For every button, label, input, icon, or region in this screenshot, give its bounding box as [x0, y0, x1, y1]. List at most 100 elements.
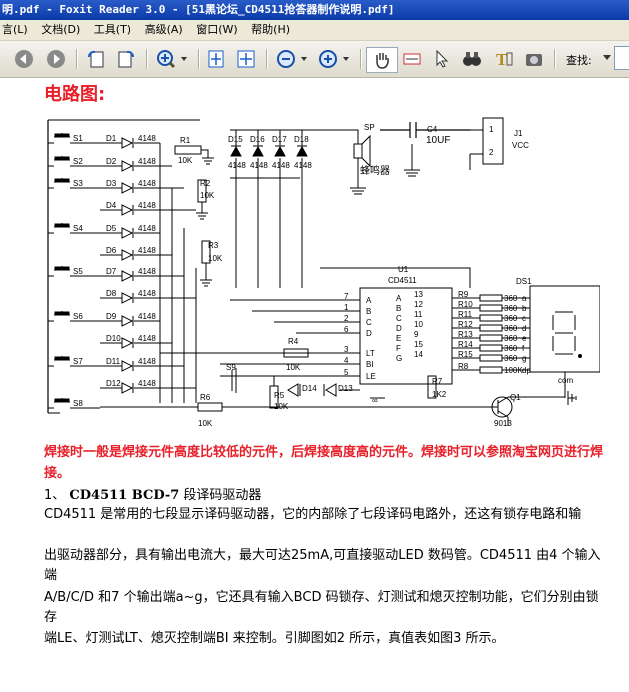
switch-s1: S1 — [48, 133, 100, 144]
d13-label: D13 — [338, 384, 353, 393]
diode-type-0: 4148 — [138, 134, 156, 143]
paragraph-4: 端LE、灯测试LT、熄灭控制端BI 来控制。引脚图如2 所示，真值表如图3 所示… — [44, 631, 505, 646]
u1-pin-left-6: 5 — [344, 368, 349, 377]
chevron-down-icon[interactable] — [602, 54, 612, 62]
select-tool-button[interactable] — [430, 47, 454, 71]
text-select-button[interactable] — [400, 47, 424, 71]
diode-label-2: D3 — [106, 179, 117, 188]
menu-item-document[interactable]: 文档(D) — [41, 23, 81, 36]
diode-label-6: D7 — [106, 267, 117, 276]
top-diode-label-0: D15 — [228, 135, 243, 144]
s9-label: S9 — [226, 363, 236, 372]
seg-res-label-4: R13 — [458, 330, 473, 339]
u1-input-2: C — [366, 318, 372, 327]
resistor-r6 — [197, 402, 223, 412]
rotate-right-button[interactable] — [114, 47, 138, 71]
u1-pin-right-4: 9 — [414, 330, 419, 339]
diode-label-10: D11 — [106, 357, 121, 366]
back-arrow-icon — [15, 50, 33, 68]
switch-s6: S6 — [48, 311, 100, 322]
menu-item-window[interactable]: 窗口(W) — [196, 23, 238, 36]
section-number: 1、 — [44, 488, 66, 503]
section-suffix: 段译码驱动器 — [183, 488, 262, 503]
diode-d14 — [287, 383, 301, 397]
diode-type-9: 4148 — [138, 334, 156, 343]
camera-button[interactable] — [522, 47, 546, 71]
top-diode-type-2: 4148 — [272, 161, 290, 170]
toolbar-separator — [360, 49, 362, 69]
resistor-r9: R9 360 a — [452, 290, 530, 303]
toolbar-separator — [198, 49, 200, 69]
toolbar-separator — [266, 49, 268, 69]
u1-output-1: B — [396, 304, 401, 313]
u1-output-0: A — [396, 294, 402, 303]
switch-label-2: S3 — [73, 179, 83, 188]
zoom-plus-button[interactable] — [316, 47, 352, 71]
u1-output-3: D — [396, 324, 402, 333]
typewriter-button[interactable]: T — [492, 47, 516, 71]
zoom-out-button[interactable] — [274, 47, 310, 71]
zoom-in-icon — [157, 50, 187, 69]
u1-pin-left-0: 7 — [344, 292, 349, 301]
diode-type-10: 4148 — [138, 357, 156, 366]
document-page — [0, 78, 629, 692]
u1-pin-left-3: 6 — [344, 325, 349, 334]
rotate-left-button[interactable] — [84, 47, 108, 71]
diode-type-6: 4148 — [138, 267, 156, 276]
seg-res-value-0: 360 — [504, 294, 518, 303]
top-diode-label-3: D18 — [294, 135, 309, 144]
menu-item-advanced[interactable]: 高级(A) — [144, 23, 183, 36]
snapshot-button[interactable] — [460, 47, 484, 71]
d14-label: D14 — [302, 384, 317, 393]
diode-d18: D18 4148 — [294, 130, 312, 288]
back-button[interactable] — [12, 47, 36, 71]
switch-label-4: S5 — [73, 267, 83, 276]
top-diode-type-0: 4148 — [228, 161, 246, 170]
resistor-r7 — [427, 375, 437, 399]
menu-item-language[interactable]: 言(L) — [2, 23, 28, 36]
u1-pin-right-1: 12 — [414, 300, 423, 309]
switch-label-6: S7 — [73, 357, 83, 366]
text-select-icon — [403, 53, 421, 65]
diode-label-8: D9 — [106, 312, 117, 321]
top-diode-label-1: D16 — [250, 135, 265, 144]
binoculars-icon — [463, 52, 481, 66]
diode-label-11: D12 — [106, 379, 121, 388]
toolbar: T — [0, 41, 629, 78]
seg-res-label-6: R15 — [458, 350, 473, 359]
zoom-out-icon — [277, 50, 307, 68]
r1-value: 10K — [178, 156, 193, 165]
u1-name: CD4511 — [388, 276, 417, 285]
camera-icon — [526, 54, 542, 66]
rotate-right-icon — [118, 50, 134, 68]
hand-tool-button[interactable] — [366, 47, 398, 73]
seg-res-label-2: R11 — [458, 310, 473, 319]
diode-type-3: 4148 — [138, 201, 156, 210]
fit-width-button[interactable] — [234, 47, 258, 71]
r4-label: R4 — [288, 337, 299, 346]
seg-letter-0: a — [522, 294, 527, 303]
zoom-in-button[interactable] — [154, 47, 190, 71]
switch-s2: S2 — [48, 156, 100, 167]
fit-page-button[interactable] — [204, 47, 228, 71]
r1-label: R1 — [180, 136, 191, 145]
search-input[interactable] — [614, 46, 629, 70]
menu-item-help[interactable]: 帮助(H) — [251, 23, 291, 36]
diode-label-9: D10 — [106, 334, 121, 343]
diode-label-1: D2 — [106, 157, 117, 166]
seg-res-label-0: R9 — [458, 290, 469, 299]
toolbar-separator — [76, 49, 78, 69]
buzzer-label: 蜂鸣器 — [360, 164, 390, 177]
menu-item-tools[interactable]: 工具(T) — [93, 23, 132, 36]
diode-type-5: 4148 — [138, 246, 156, 255]
top-diode-type-3: 4148 — [294, 161, 312, 170]
forward-button[interactable] — [44, 47, 68, 71]
u1-input-4: LT — [366, 349, 375, 358]
